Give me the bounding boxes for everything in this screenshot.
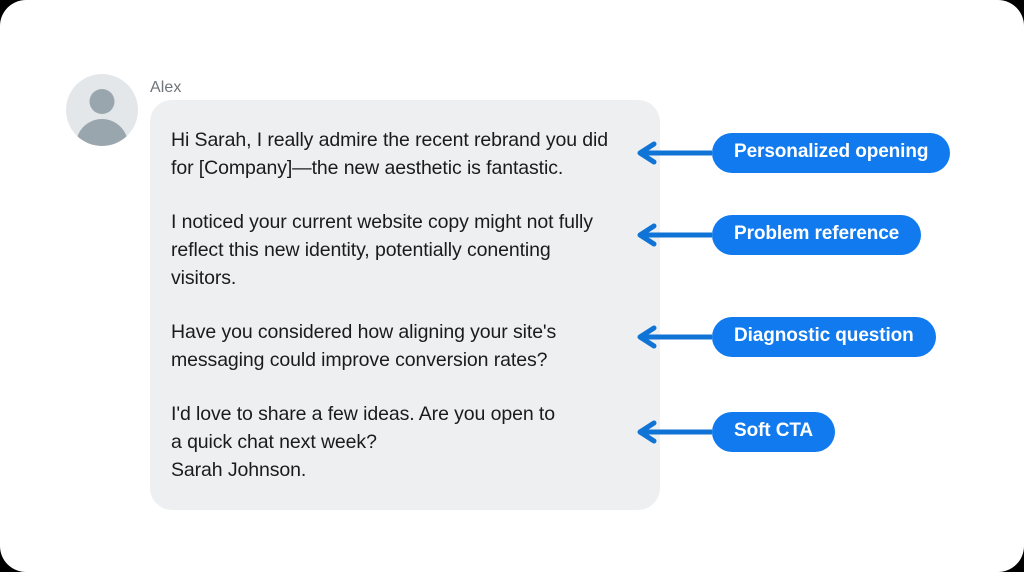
- arrow-left-icon: [637, 141, 712, 165]
- arrow-left-icon: [637, 420, 712, 444]
- message-paragraph: I'd love to share a few ideas. Are you o…: [171, 403, 555, 481]
- annotation-label: Problem reference: [712, 215, 922, 255]
- arrow-left-icon: [637, 325, 712, 349]
- message-paragraph: Hi Sarah, I really admire the recent reb…: [171, 129, 609, 179]
- message-bubble: Hi Sarah, I really admire the recent reb…: [150, 100, 660, 510]
- annotation-personalized-opening: Personalized opening: [634, 133, 951, 173]
- message-paragraph: I noticed your current website copy migh…: [171, 211, 593, 289]
- avatar-body-icon: [76, 119, 128, 146]
- annotation-problem-reference: Problem reference: [634, 215, 922, 255]
- message-paragraph: Have you considered how aligning your si…: [171, 321, 557, 371]
- annotation-label: Soft CTA: [712, 412, 836, 452]
- arrow-left-icon: [637, 223, 712, 247]
- annotation-soft-cta: Soft CTA: [634, 412, 836, 452]
- avatar-head-icon: [89, 89, 115, 114]
- annotation-diagnostic-question: Diagnostic question: [634, 317, 936, 357]
- avatar: [66, 74, 138, 146]
- annotation-label: Diagnostic question: [712, 317, 936, 357]
- sender-name: Alex: [150, 79, 182, 96]
- annotation-label: Personalized opening: [712, 133, 951, 173]
